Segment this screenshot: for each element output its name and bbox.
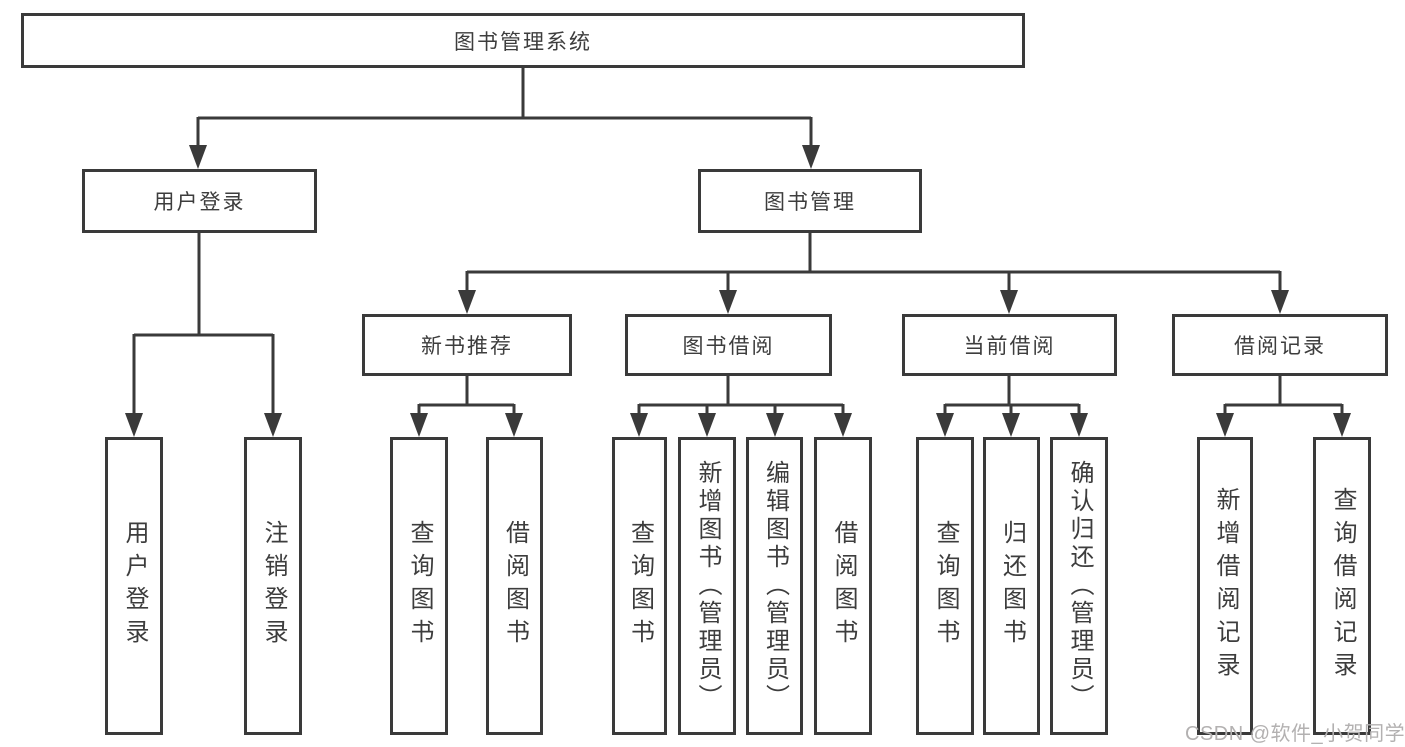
leaf-add-borrow-record: 新增借阅记录 — [1197, 437, 1253, 735]
node-book-borrowing: 图书借阅 — [625, 314, 832, 376]
leaf-query-books-borrowing: 查询图书 — [612, 437, 667, 735]
leaf-confirm-return-admin: 确认归还（管理员） — [1050, 437, 1108, 735]
leaf-add-borrow-record-label: 新增借阅记录 — [1212, 487, 1239, 685]
node-user-login-label: 用户登录 — [153, 191, 246, 214]
leaf-confirm-return-admin-label: 确认归还（管理员） — [1066, 460, 1093, 712]
node-current-borrowing-label: 当前借阅 — [963, 335, 1056, 358]
leaf-add-books-admin-label: 新增图书（管理员） — [694, 460, 721, 712]
leaf-borrow-books: 借阅图书 — [814, 437, 872, 735]
leaf-return-books: 归还图书 — [983, 437, 1040, 735]
node-borrowing-records-label: 借阅记录 — [1234, 335, 1326, 358]
leaf-borrow-books-label: 借阅图书 — [830, 520, 857, 652]
leaf-borrow-books-recommend-label: 借阅图书 — [501, 520, 529, 652]
leaf-query-books-current-label: 查询图书 — [932, 520, 959, 652]
node-book-management: 图书管理 — [698, 169, 922, 233]
node-new-book-recommend: 新书推荐 — [362, 314, 572, 376]
leaf-query-books-recommend-label: 查询图书 — [406, 520, 433, 652]
node-root-label: 图书管理系统 — [454, 30, 592, 54]
leaf-edit-books-admin: 编辑图书（管理员） — [746, 437, 803, 735]
leaf-query-borrow-record-label: 查询借阅记录 — [1329, 487, 1356, 685]
leaf-logout: 注销登录 — [244, 437, 302, 735]
node-current-borrowing: 当前借阅 — [902, 314, 1117, 376]
node-book-borrowing-label: 图书借阅 — [682, 335, 775, 358]
node-new-book-recommend-label: 新书推荐 — [421, 335, 513, 358]
leaf-edit-books-admin-label: 编辑图书（管理员） — [761, 460, 789, 712]
node-user-login: 用户登录 — [82, 169, 317, 233]
leaf-borrow-books-recommend: 借阅图书 — [486, 437, 543, 735]
leaf-user-login: 用户登录 — [105, 437, 163, 735]
leaf-query-books-recommend: 查询图书 — [390, 437, 448, 735]
node-root: 图书管理系统 — [21, 13, 1025, 68]
leaf-add-books-admin: 新增图书（管理员） — [678, 437, 736, 735]
leaf-user-login-label: 用户登录 — [121, 520, 148, 652]
node-book-management-label: 图书管理 — [764, 191, 856, 214]
node-borrowing-records: 借阅记录 — [1172, 314, 1388, 376]
leaf-query-books-current: 查询图书 — [916, 437, 974, 735]
leaf-query-borrow-record: 查询借阅记录 — [1313, 437, 1371, 735]
leaf-query-books-borrowing-label: 查询图书 — [626, 520, 654, 652]
leaf-logout-label: 注销登录 — [260, 520, 287, 652]
leaf-return-books-label: 归还图书 — [998, 520, 1026, 652]
csdn-watermark: CSDN @软件_小贺同学 — [1185, 723, 1405, 745]
